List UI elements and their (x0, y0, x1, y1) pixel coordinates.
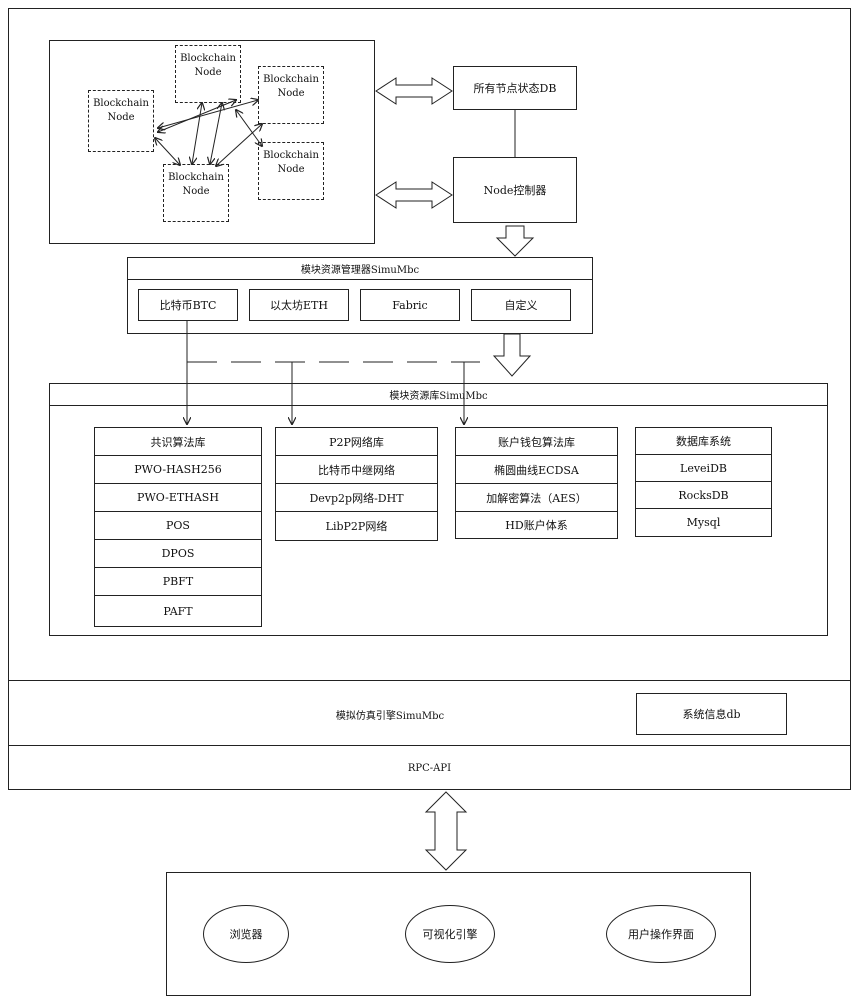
wallet-item: HD账户体系 (456, 512, 617, 538)
module-manager-title: 模块资源管理器SimuMbc (128, 258, 592, 280)
database-item: Mysql (636, 509, 771, 536)
rpc-api: RPC-API (8, 746, 851, 790)
consensus-library: 共识算法库 PWO-HASH256 PWO-ETHASH POS DPOS PB… (94, 427, 262, 627)
node-controller-label: Node控制器 (484, 182, 547, 198)
p2p-item: LibP2P网络 (276, 512, 437, 540)
rpc-api-label: RPC-API (408, 763, 451, 774)
database-item: LeveiDB (636, 455, 771, 482)
node-label: Node (107, 111, 134, 125)
module-label: Fabric (392, 299, 427, 312)
node-label: Node (182, 185, 209, 199)
system-info-db-label: 系统信息db (682, 706, 740, 722)
wallet-title: 账户钱包算法库 (456, 428, 617, 456)
node-label: Blockchain (168, 171, 224, 185)
consensus-item: DPOS (95, 540, 261, 568)
p2p-item: Devp2p网络-DHT (276, 484, 437, 512)
node-controller-box: Node控制器 (453, 157, 577, 223)
wallet-library: 账户钱包算法库 椭圆曲线ECDSA 加解密算法（AES） HD账户体系 (455, 427, 618, 539)
node-label: Blockchain (263, 73, 319, 87)
browser-ellipse: 浏览器 (203, 905, 289, 963)
consensus-item: POS (95, 512, 261, 540)
blockchain-node-2: Blockchain Node (88, 90, 154, 152)
blockchain-node-5: Blockchain Node (163, 164, 229, 222)
state-db-box: 所有节点状态DB (453, 66, 577, 110)
module-btc: 比特币BTC (138, 289, 238, 321)
module-label: 以太坊ETH (270, 297, 328, 313)
node-label: Blockchain (180, 52, 236, 66)
module-fabric: Fabric (360, 289, 460, 321)
module-library-title: 模块资源库SimuMbc (50, 384, 827, 406)
consensus-item: PAFT (95, 596, 261, 626)
state-db-label: 所有节点状态DB (474, 80, 557, 96)
wallet-item: 椭圆曲线ECDSA (456, 456, 617, 484)
node-label: Node (277, 163, 304, 177)
p2p-library: P2P网络库 比特币中继网络 Devp2p网络-DHT LibP2P网络 (275, 427, 438, 541)
user-interface-ellipse: 用户操作界面 (606, 905, 716, 963)
blockchain-node-1: Blockchain Node (175, 45, 241, 103)
node-label: Blockchain (263, 149, 319, 163)
database-library: 数据库系统 LeveiDB RocksDB Mysql (635, 427, 772, 537)
visualization-engine-ellipse: 可视化引擎 (405, 905, 495, 963)
blockchain-node-3: Blockchain Node (258, 66, 324, 124)
module-label: 自定义 (505, 297, 538, 313)
module-custom: 自定义 (471, 289, 571, 321)
client-label: 用户操作界面 (628, 926, 694, 942)
node-label: Node (277, 87, 304, 101)
module-label: 比特币BTC (160, 297, 217, 313)
simulation-engine-title: 模拟仿真引擎SimuMbc (290, 700, 490, 728)
node-label: Blockchain (93, 97, 149, 111)
p2p-item: 比特币中继网络 (276, 456, 437, 484)
blockchain-node-4: Blockchain Node (258, 142, 324, 200)
wallet-item: 加解密算法（AES） (456, 484, 617, 512)
consensus-item: PWO-ETHASH (95, 484, 261, 512)
consensus-item: PWO-HASH256 (95, 456, 261, 484)
database-item: RocksDB (636, 482, 771, 509)
module-eth: 以太坊ETH (249, 289, 349, 321)
consensus-title: 共识算法库 (95, 428, 261, 456)
database-title: 数据库系统 (636, 428, 771, 455)
client-label: 浏览器 (230, 926, 263, 942)
consensus-item: PBFT (95, 568, 261, 596)
client-label: 可视化引擎 (423, 926, 478, 942)
node-label: Node (194, 66, 221, 80)
p2p-title: P2P网络库 (276, 428, 437, 456)
system-info-db: 系统信息db (636, 693, 787, 735)
